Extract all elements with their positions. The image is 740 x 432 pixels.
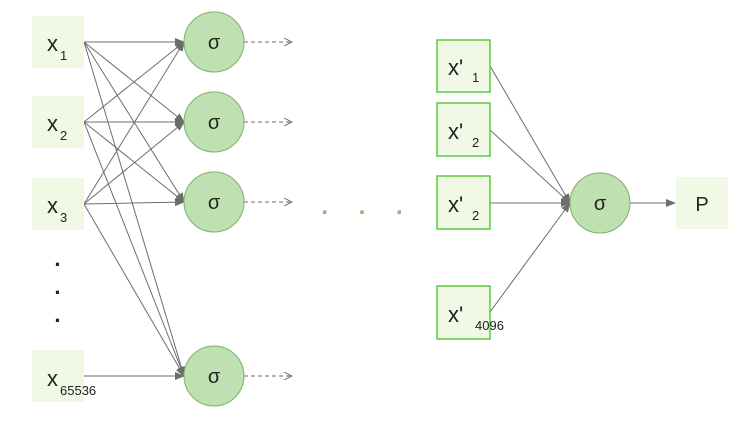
second-layer-subscript: 1: [472, 70, 479, 85]
input-box: [32, 350, 84, 402]
connection-edges: [83, 38, 676, 380]
edge-x3-to-h3: [83, 198, 185, 207]
second-layer-label: x': [448, 192, 463, 217]
input-label: x: [47, 111, 58, 136]
edge-x3-to-h4: [83, 203, 185, 377]
hidden-neuron: σ: [183, 11, 245, 73]
vertical-ellipsis-dot: ·: [54, 308, 61, 333]
second-layer-box: [436, 39, 491, 93]
sigma-label: σ: [208, 192, 221, 214]
second-layer-label: x': [448, 55, 463, 80]
edge-x2-to-h3: [83, 121, 185, 203]
second-layer-node: x' 1: [436, 39, 491, 93]
edge-x3-to-h1: [83, 41, 185, 205]
hidden-neuron: σ: [183, 345, 245, 407]
second-layer-box: [436, 102, 491, 157]
sigma-label: σ: [208, 366, 221, 388]
input-subscript: 3: [60, 210, 67, 225]
edge-x2-to-h1: [83, 41, 185, 123]
input-box: [32, 16, 84, 68]
input-label: x: [47, 366, 58, 391]
output-sigma-label: σ: [594, 193, 607, 215]
second-layer-node: x' 4096: [436, 285, 504, 340]
input-subscript: 1: [60, 48, 67, 63]
second-layer-subscript: 2: [472, 208, 479, 223]
edge-xprime4-to-output: [489, 202, 571, 313]
input-subscript: 2: [60, 128, 67, 143]
hidden-neuron-circle: [183, 345, 245, 407]
input-box: [32, 96, 84, 148]
edge-xprime2-to-output: [489, 129, 571, 204]
input-label: x: [47, 193, 58, 218]
second-layer-label: x': [448, 119, 463, 144]
second-layer-box: [436, 175, 491, 230]
second-layer-box: [436, 285, 491, 340]
second-layer-subscript: 4096: [475, 318, 504, 333]
input-subscript: 65536: [60, 383, 96, 398]
edge-x3-to-h2: [83, 121, 185, 205]
vertical-ellipsis-dot: ·: [54, 280, 61, 305]
sigma-label: σ: [208, 32, 221, 54]
output-p-node: P: [676, 177, 728, 229]
input-box: [32, 178, 84, 230]
second-layer-label: x': [448, 302, 463, 327]
edge-x1-to-h4: [83, 41, 186, 377]
edge-xprime1-to-output: [489, 65, 571, 204]
output-p-label: P: [695, 194, 708, 216]
hidden-neuron-circle: [183, 11, 245, 73]
second-layer-subscript: 2: [472, 135, 479, 150]
hidden-neuron: σ: [183, 91, 245, 153]
horizontal-ellipsis: . . .: [321, 193, 414, 220]
vertical-ellipsis-dot: ·: [54, 252, 61, 277]
output-p-box: [676, 177, 728, 229]
hidden-neuron-circle: [183, 171, 245, 233]
hidden-neuron: σ: [183, 171, 245, 233]
output-neuron: σ: [569, 172, 631, 234]
hidden-neuron-circle: [183, 91, 245, 153]
edge-x2-to-h4: [83, 121, 185, 377]
sigma-label: σ: [208, 112, 221, 134]
second-layer-node: x' 2: [436, 102, 491, 157]
second-layer-node: x' 2: [436, 175, 491, 230]
output-neuron-circle: [569, 172, 631, 234]
input-label: x: [47, 31, 58, 56]
